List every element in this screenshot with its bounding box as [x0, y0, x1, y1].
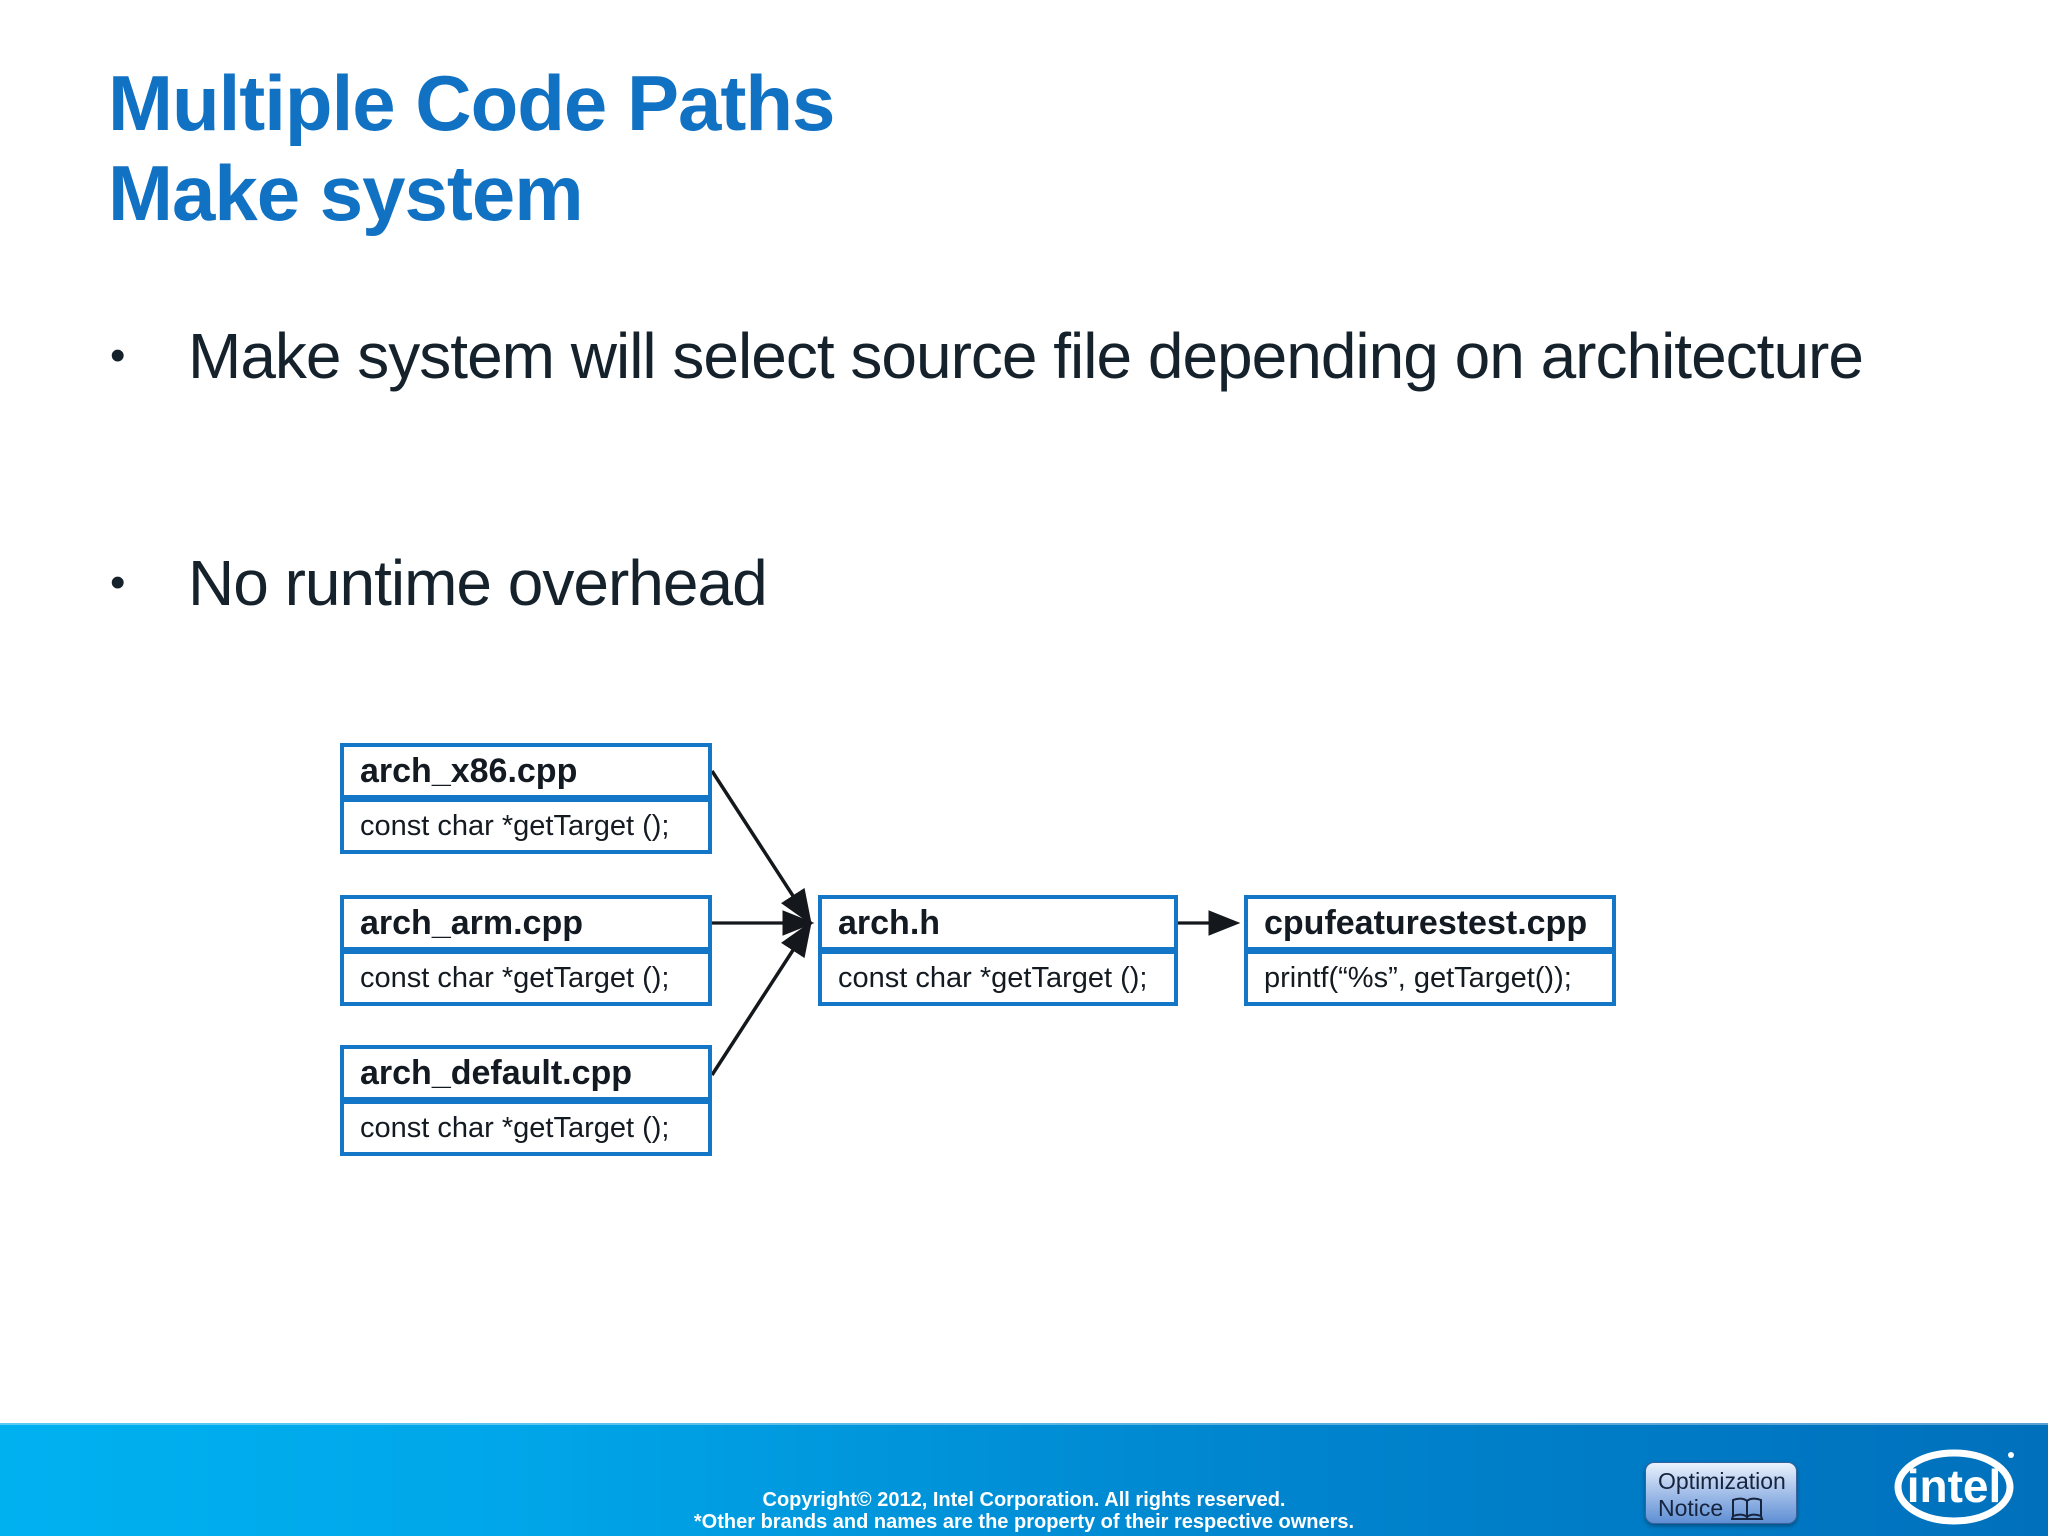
footer-bar: Copyright© 2012, Intel Corporation. All … [0, 1423, 2048, 1536]
open-book-icon [1731, 1497, 1764, 1520]
bullet-item: • Make system will select source file de… [110, 316, 1870, 396]
optimization-notice-line2: Notice [1658, 1495, 1724, 1521]
box-title: arch_arm.cpp [344, 899, 708, 954]
diagram-box-arch-x86: arch_x86.cpp const char *getTarget (); [340, 743, 712, 854]
box-title: arch.h [822, 899, 1174, 954]
box-title: arch_x86.cpp [344, 747, 708, 802]
bullet-text: No runtime overhead [188, 547, 768, 619]
diagram-box-arch-arm: arch_arm.cpp const char *getTarget (); [340, 895, 712, 1006]
box-code: printf(“%s”, getTarget()); [1264, 962, 1572, 994]
bullet-marker: • [110, 558, 125, 607]
bullet-marker: • [110, 331, 125, 380]
page-title-line1: Multiple Code Paths [108, 59, 835, 147]
optimization-notice-button[interactable]: Optimization Notice [1645, 1462, 1797, 1524]
box-title: cpufeaturestest.cpp [1248, 899, 1612, 954]
bullet-text: Make system will select source file depe… [188, 320, 1864, 392]
copyright-text: Copyright© 2012, Intel Corporation. All … [0, 1489, 2048, 1533]
box-code: const char *getTarget (); [838, 962, 1148, 994]
bullet-item: • No runtime overhead [110, 543, 1870, 623]
copyright-line1: Copyright© 2012, Intel Corporation. All … [762, 1489, 1286, 1511]
optimization-notice-line1: Optimization [1658, 1468, 1786, 1494]
box-code: const char *getTarget (); [360, 962, 670, 994]
page-title: Multiple Code Paths Make system [108, 58, 835, 238]
box-code: const char *getTarget (); [360, 1112, 670, 1144]
intel-logo-text: intel [1907, 1460, 2002, 1512]
intel-logo: intel [1894, 1449, 2014, 1525]
diagram-box-arch-h: arch.h const char *getTarget (); [818, 895, 1178, 1006]
copyright-line2: *Other brands and names are the property… [693, 1511, 1355, 1533]
diagram-box-cpufeaturestest: cpufeaturestest.cpp printf(“%s”, getTarg… [1244, 895, 1616, 1006]
box-code: const char *getTarget (); [360, 810, 670, 842]
box-title: arch_default.cpp [344, 1049, 708, 1104]
page-title-line2: Make system [108, 149, 584, 237]
registered-mark-dot [2008, 1452, 2014, 1458]
diagram-box-arch-default: arch_default.cpp const char *getTarget (… [340, 1045, 712, 1156]
